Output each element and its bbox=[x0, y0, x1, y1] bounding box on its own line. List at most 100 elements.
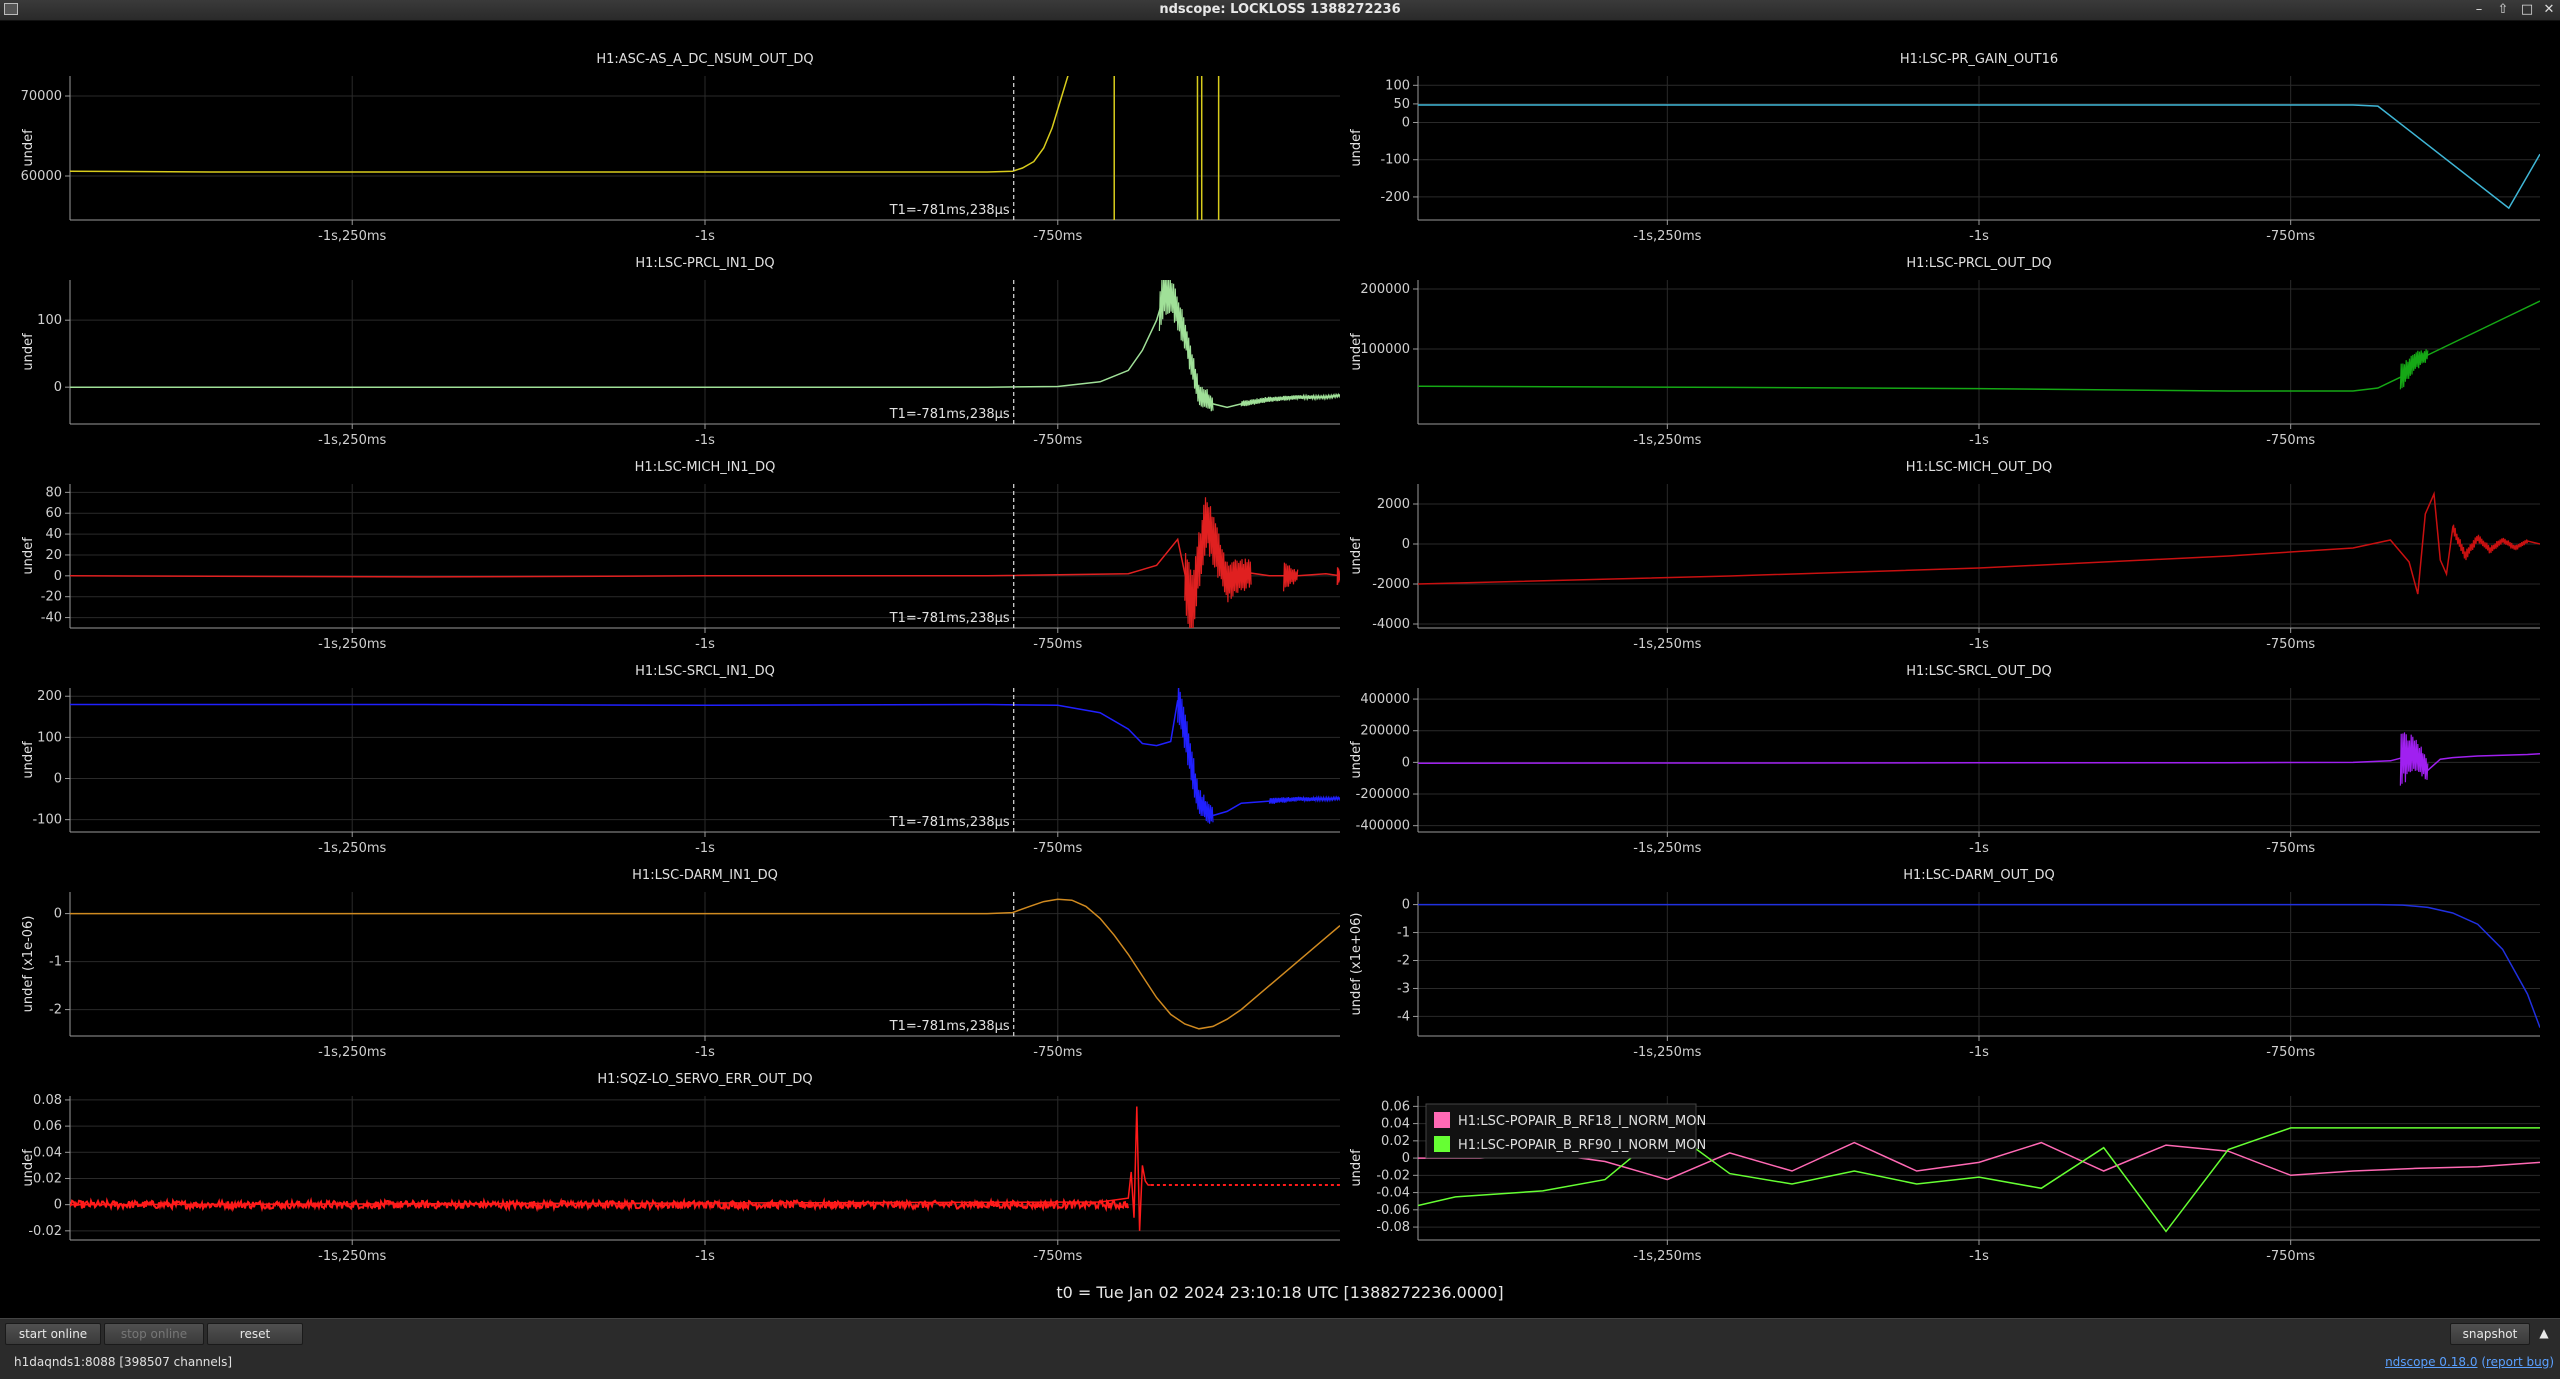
plot-panel-10: H1:SQZ-LO_SERVO_ERR_OUT_DQ-1s,250ms-1s-7… bbox=[21, 1072, 1340, 1264]
y-tick-label: 0 bbox=[54, 380, 62, 395]
y-axis-label: undef bbox=[21, 537, 36, 575]
y-tick-label: 0.04 bbox=[1381, 1117, 1410, 1132]
x-tick-label: -1s,250ms bbox=[318, 637, 386, 652]
y-tick-label: 0 bbox=[1402, 537, 1410, 552]
plot-panel-7: H1:LSC-SRCL_OUT_DQ-1s,250ms-1s-750ms-400… bbox=[1349, 664, 2540, 856]
server-status: h1daqnds1:8088 [398507 channels] bbox=[14, 1355, 233, 1369]
y-tick-label: 100000 bbox=[1360, 342, 1410, 357]
y-tick-label: -0.02 bbox=[28, 1224, 62, 1239]
y-tick-label: 0.06 bbox=[33, 1119, 62, 1134]
x-tick-label: -1s bbox=[695, 433, 715, 448]
plot-data bbox=[70, 898, 1340, 1030]
y-axis-label: undef bbox=[21, 333, 36, 371]
y-tick-label: 0.08 bbox=[33, 1093, 62, 1108]
y-tick-label: -4000 bbox=[1372, 617, 1410, 632]
close-icon[interactable]: ✕ bbox=[2543, 2, 2555, 17]
plot-data bbox=[70, 76, 1220, 220]
series-line-0 bbox=[1418, 1141, 2540, 1181]
version-link[interactable]: ndscope 0.18.0 bbox=[2385, 1355, 2478, 1369]
plot-title: H1:LSC-DARM_OUT_DQ bbox=[1903, 868, 2055, 883]
window-titlebar: ndscope: LOCKLOSS 1388272236 – ⇧ □ ✕ bbox=[0, 0, 2560, 21]
oscillation-burst bbox=[1240, 392, 1340, 407]
y-tick-label: -0.08 bbox=[1376, 1220, 1410, 1235]
oscillation-burst bbox=[1268, 795, 1340, 804]
legend: H1:LSC-POPAIR_B_RF18_I_NORM_MONH1:LSC-PO… bbox=[1425, 1103, 1706, 1159]
maximize-icon[interactable]: □ bbox=[2520, 2, 2534, 17]
series-line-0 bbox=[70, 76, 1069, 173]
legend-swatch bbox=[1434, 1112, 1450, 1128]
plot-title: H1:LSC-PRCL_IN1_DQ bbox=[635, 256, 774, 271]
y-tick-label: 0 bbox=[1402, 755, 1410, 770]
oscillation-burst bbox=[1158, 280, 1214, 412]
y-tick-label: -400000 bbox=[1356, 819, 1410, 834]
oscillation-burst bbox=[1336, 567, 1340, 586]
series-line-0 bbox=[70, 700, 1340, 817]
plot-title: H1:LSC-SRCL_IN1_DQ bbox=[635, 664, 775, 679]
y-tick-label: -40 bbox=[41, 611, 62, 626]
plot-data bbox=[70, 497, 1340, 628]
cursor-label: T1=-781ms,238μs bbox=[889, 1019, 1010, 1034]
control-bar: start online stop online reset snapshot … bbox=[0, 1318, 2560, 1379]
x-tick-label: -1s,250ms bbox=[318, 841, 386, 856]
triangle-up-icon[interactable]: ▲ bbox=[2539, 1326, 2549, 1340]
snapshot-button[interactable]: snapshot bbox=[2450, 1323, 2530, 1345]
x-tick-label: -1s bbox=[695, 637, 715, 652]
oscillation-burst bbox=[1184, 497, 1252, 628]
t0-label: t0 = Tue Jan 02 2024 23:10:18 UTC [13882… bbox=[1056, 1283, 1504, 1302]
x-tick-label: -1s,250ms bbox=[1633, 841, 1701, 856]
plot-title: H1:LSC-MICH_OUT_DQ bbox=[1906, 460, 2053, 475]
y-tick-label: 40 bbox=[45, 527, 62, 542]
y-tick-label: 0.02 bbox=[1381, 1134, 1410, 1149]
plot-title: H1:ASC-AS_A_DC_NSUM_OUT_DQ bbox=[596, 52, 813, 67]
x-tick-label: -1s,250ms bbox=[1633, 1249, 1701, 1264]
x-tick-label: -750ms bbox=[2266, 637, 2315, 652]
x-tick-label: -1s bbox=[1969, 841, 1989, 856]
y-tick-label: 0.02 bbox=[33, 1171, 62, 1186]
plot-panel-2: H1:LSC-PRCL_IN1_DQ-1s,250ms-1s-750ms0100… bbox=[21, 256, 1340, 448]
report-bug-link[interactable]: report bug bbox=[2486, 1355, 2550, 1369]
stop-online-button[interactable]: stop online bbox=[104, 1323, 204, 1345]
legend-entry: H1:LSC-POPAIR_B_RF18_I_NORM_MON bbox=[1458, 1114, 1706, 1129]
start-online-button[interactable]: start online bbox=[5, 1323, 101, 1345]
plot-panel-11: -1s,250ms-1s-750ms-0.08-0.06-0.04-0.0200… bbox=[1349, 1096, 2540, 1264]
y-tick-label: -2 bbox=[1397, 954, 1410, 969]
plot-panel-0: H1:ASC-AS_A_DC_NSUM_OUT_DQ-1s,250ms-1s-7… bbox=[21, 52, 1340, 244]
x-tick-label: -750ms bbox=[1033, 229, 1082, 244]
keep-above-icon[interactable]: ⇧ bbox=[2497, 2, 2509, 17]
plot-data bbox=[70, 1106, 1340, 1231]
x-tick-label: -750ms bbox=[2266, 1045, 2315, 1060]
y-tick-label: 200000 bbox=[1360, 282, 1410, 297]
oscillation-burst bbox=[2399, 349, 2429, 390]
reset-button[interactable]: reset bbox=[207, 1323, 303, 1345]
series-line-1 bbox=[1418, 1126, 2540, 1233]
y-tick-label: 100 bbox=[37, 730, 62, 745]
y-axis-label: undef bbox=[21, 129, 36, 167]
plot-data bbox=[1418, 104, 2540, 210]
plot-data bbox=[1418, 1126, 2540, 1233]
plots-canvas[interactable]: H1:ASC-AS_A_DC_NSUM_OUT_DQ -1s,250ms -1s -7… bbox=[0, 20, 2560, 1280]
plot-panel-9: H1:LSC-DARM_OUT_DQ-1s,250ms-1s-750ms-4-3… bbox=[1349, 868, 2540, 1060]
y-tick-label: 0 bbox=[1402, 1151, 1410, 1166]
plot-grid[interactable]: H1:ASC-AS_A_DC_NSUM_OUT_DQ -1s,250ms -1s -7… bbox=[0, 20, 2560, 1320]
y-tick-label: -100 bbox=[32, 813, 62, 828]
y-tick-label: -3 bbox=[1397, 981, 1410, 996]
y-tick-label: -1 bbox=[49, 955, 62, 970]
y-tick-label: 60000 bbox=[21, 169, 62, 184]
y-tick-label: -200000 bbox=[1356, 787, 1410, 802]
y-tick-label: -1 bbox=[1397, 926, 1410, 941]
y-tick-label: 100 bbox=[37, 313, 62, 328]
x-tick-label: -750ms bbox=[2266, 229, 2315, 244]
y-tick-label: 20 bbox=[45, 548, 62, 563]
legend-swatch bbox=[1434, 1136, 1450, 1152]
minimize-icon[interactable]: – bbox=[2475, 2, 2483, 17]
cursor-label: T1=-781ms,238μs bbox=[889, 407, 1010, 422]
y-tick-label: 60 bbox=[45, 506, 62, 521]
x-tick-label: -750ms bbox=[1033, 841, 1082, 856]
oscillation-burst bbox=[1283, 562, 1299, 592]
plot-data bbox=[70, 688, 1340, 824]
plot-title: H1:LSC-MICH_IN1_DQ bbox=[635, 460, 776, 475]
y-tick-label: 0 bbox=[1402, 116, 1410, 131]
y-tick-label: -100 bbox=[1380, 153, 1410, 168]
y-tick-label: 200000 bbox=[1360, 724, 1410, 739]
x-tick-label: -750ms bbox=[2266, 1249, 2315, 1264]
